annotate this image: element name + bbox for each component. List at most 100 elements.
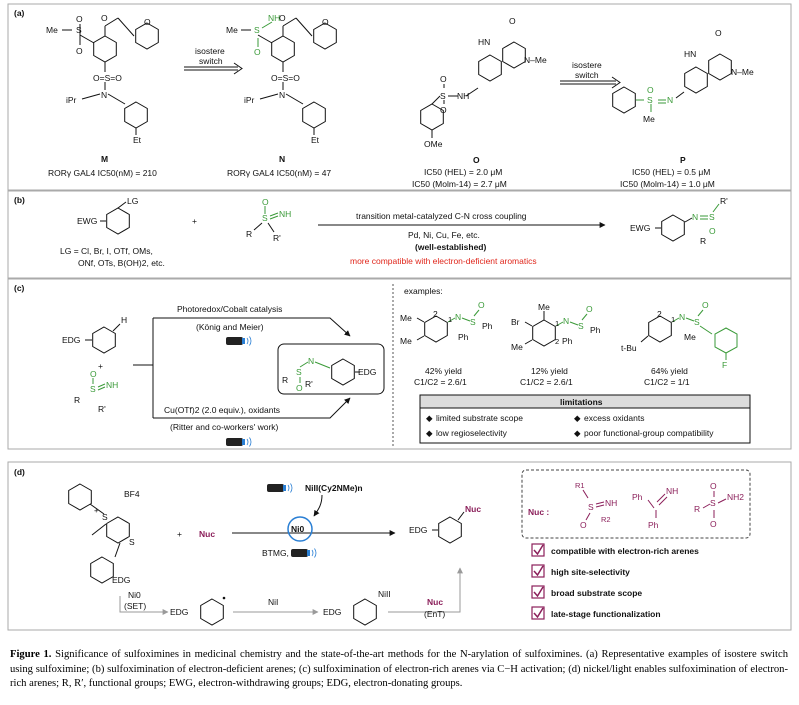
m-me-s: Me <box>46 25 58 35</box>
o-carbonyl-o: O <box>509 16 516 26</box>
b-nh-atom: NH <box>279 209 291 219</box>
b-conditions-1: transition metal-catalyzed C-N cross cou… <box>356 211 527 221</box>
c-example-3-structure <box>640 309 738 360</box>
c-limitation-4: poor functional-group compatibility <box>584 428 714 438</box>
d-nuc-box-label: Nuc : <box>528 507 549 517</box>
arrow1-line1: isostere <box>195 46 225 56</box>
d-check-label-2: high site-selectivity <box>551 567 630 577</box>
n-o-ring: O <box>322 17 329 27</box>
d-nuc-o1: O <box>580 520 587 530</box>
d-step-set: (SET) <box>124 601 146 611</box>
b-product <box>655 203 720 242</box>
c-o-atom: O <box>90 369 97 379</box>
o-nh: NH <box>457 91 469 101</box>
ex2-ph-2: Ph <box>590 325 601 335</box>
m-s-atom: S <box>76 25 82 35</box>
c-edg-arene <box>85 323 121 354</box>
m-et: Et <box>133 135 142 145</box>
d-check-1 <box>531 543 545 557</box>
b-prod-r: R <box>700 236 706 246</box>
m-o-ring: O <box>144 17 151 27</box>
b-red-note: more compatible with electron-deficient … <box>350 256 537 266</box>
d-nuc-r2: R2 <box>601 515 611 524</box>
c-nh-atom: NH <box>106 380 118 390</box>
panel-c-label: (c) <box>14 283 25 293</box>
b-prod-s: S <box>709 212 715 222</box>
ex3-pos-1: 1 <box>671 315 675 324</box>
m-o-atom-2: O <box>76 46 83 56</box>
d-ni0-circle <box>287 516 313 542</box>
m-o-ether: O <box>101 13 108 23</box>
p-hn: HN <box>684 49 696 59</box>
c-limitation-2: excess oxidants <box>584 413 644 423</box>
ex1-n: N <box>455 312 461 322</box>
o-o-bottom: O <box>440 105 447 115</box>
d-edg: EDG <box>112 575 130 585</box>
compound-o-structure <box>420 41 526 138</box>
c-light-icon-top <box>225 336 252 346</box>
panel-a-label: (a) <box>14 8 25 18</box>
panel-b-box <box>7 190 792 279</box>
c-s-atom: S <box>90 384 96 394</box>
isostere-arrow-1 <box>184 62 243 75</box>
b-prod-n: N <box>692 212 698 222</box>
d-nuc-o3: O <box>710 519 717 529</box>
d-check-2 <box>531 564 545 578</box>
d-nuc-imine <box>647 493 668 518</box>
b-lg-list-2: ONf, OTs, B(OH)2, etc. <box>78 258 165 268</box>
c-sulfoximine <box>92 378 106 391</box>
p-me: Me <box>643 114 655 124</box>
c-plus: + <box>98 361 103 371</box>
compound-p-id: P <box>680 155 686 165</box>
b-aryl-ring <box>100 201 130 235</box>
ex3-me: Me <box>684 332 696 342</box>
d-nuc-nh2-group: NH2 <box>727 492 744 502</box>
compound-n-activity: RORγ GAL4 IC50(nM) = 47 <box>227 168 331 178</box>
d-mech-arrow-1 <box>119 596 169 615</box>
d-ni-cycle-arrow <box>313 494 323 517</box>
b-o-atom: O <box>262 197 269 207</box>
d-step-nuc: Nuc <box>427 597 443 607</box>
d-step-ni0: Ni0 <box>128 590 141 600</box>
ex3-s: S <box>694 317 700 327</box>
ex1-ph-1: Ph <box>458 332 469 342</box>
ex1-ph-2: Ph <box>482 321 493 331</box>
d-light-icon-bottom <box>290 548 317 558</box>
n-me-s: Me <box>226 25 238 35</box>
c-r-atom: R <box>74 395 80 405</box>
panel-c-box <box>7 278 792 450</box>
n-o-atom: O <box>254 47 261 57</box>
d-ni-edg: EDG <box>323 607 341 617</box>
ex1-o: O <box>478 300 485 310</box>
c-prod-s: S <box>296 367 302 377</box>
b-conditions-2: Pd, Ni, Cu, Fe, etc. <box>408 230 480 240</box>
d-radical-dot <box>222 596 226 600</box>
ex2-yield: 12% yield <box>531 366 568 376</box>
c-examples-title: examples: <box>404 286 443 296</box>
b-plus: + <box>192 216 197 226</box>
d-nuc-reactant: Nuc <box>199 529 215 539</box>
ex2-s: S <box>578 321 584 331</box>
panel-b-label: (b) <box>14 195 25 205</box>
o-ome: OMe <box>424 139 443 149</box>
d-plus-charge: + <box>94 506 99 515</box>
c-example-2-structure <box>524 311 588 347</box>
c-limitations-header <box>419 394 751 409</box>
c-edg: EDG <box>62 335 80 345</box>
d-ni-complex: NiII(Cy2NMe)n <box>305 483 363 493</box>
ex2-me-bottom: Me <box>511 342 523 352</box>
ex1-me-2: Me <box>400 336 412 346</box>
d-step-ent: (EnT) <box>424 609 445 619</box>
c-example-1-structure <box>416 309 480 343</box>
d-nuc-nh2: NH <box>666 486 678 496</box>
d-nuc-sulfoximine <box>582 489 605 521</box>
m-o-atom: O <box>76 14 83 24</box>
m-ipr: iPr <box>66 95 77 105</box>
d-check-3 <box>531 585 545 599</box>
d-nuc-r1: R1 <box>575 481 585 490</box>
compound-o-activity-1: IC50 (HEL) = 2.0 μM <box>424 167 502 177</box>
ex2-br: Br <box>511 317 520 327</box>
ex2-o: O <box>586 304 593 314</box>
d-s-atom: S <box>129 537 135 547</box>
c-prod-n: N <box>308 356 314 366</box>
